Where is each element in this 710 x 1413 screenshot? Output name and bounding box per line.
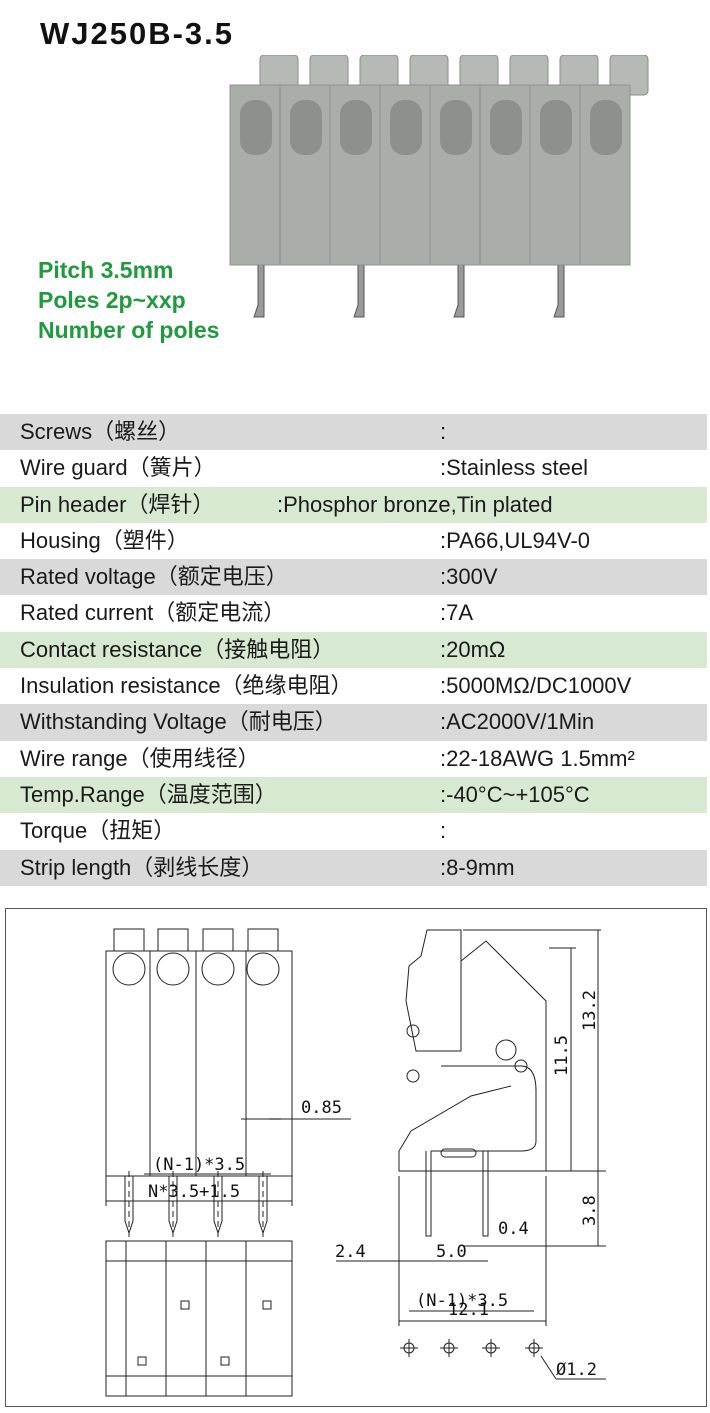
spec-label: Withstanding Voltage（耐电压） bbox=[20, 709, 337, 735]
spec-label: Temp.Range（温度范围） bbox=[20, 781, 277, 807]
spec-label: Torque（扭矩） bbox=[20, 818, 176, 844]
spec-label: Insulation resistance（绝缘电阻） bbox=[20, 673, 353, 699]
spec-label: Strip length（剥线长度） bbox=[20, 854, 264, 880]
spec-label: Housing（塑件） bbox=[20, 527, 189, 553]
spec-label: Wire range（使用线径） bbox=[20, 745, 260, 771]
spec-row: Temp.Range（温度范围） :-40°C~+105°C bbox=[0, 776, 707, 814]
dim-pin-width: 0.85 bbox=[301, 1098, 342, 1118]
solder-pin bbox=[353, 265, 365, 318]
front-view: 0.85 (N-1)*3.5 N*3.5+1.5 bbox=[105, 928, 351, 1241]
spec-value: : bbox=[440, 419, 447, 444]
feature-pitch: Pitch 3.5mm bbox=[38, 257, 174, 283]
wire-entry-hole bbox=[590, 100, 622, 155]
spec-label: Contact resistance（接触电阻） bbox=[20, 636, 335, 662]
spec-value: :AC2000V/1Min bbox=[440, 709, 595, 735]
spec-row: Rated voltage（额定电压） :300V bbox=[0, 559, 707, 596]
feature-list: Pitch 3.5mm Poles 2p~xxp Number of poles bbox=[38, 255, 219, 345]
dim-height-body: 11.5 bbox=[552, 1035, 572, 1076]
wire-entry-hole bbox=[390, 100, 422, 155]
wire-entry-hole bbox=[440, 100, 472, 155]
spec-value: : bbox=[440, 818, 447, 844]
spec-label: Wire guard（簧片） bbox=[20, 455, 216, 481]
feature-poles: Poles 2p~xxp bbox=[38, 287, 186, 313]
spec-label: Pin header（焊针） bbox=[20, 491, 215, 517]
spec-row: Insulation resistance（绝缘电阻） :5000MΩ/DC100… bbox=[0, 668, 707, 704]
spec-row: Housing（塑件） :PA66,UL94V-0 bbox=[0, 523, 707, 559]
feature-number-of-poles: Number of poles bbox=[38, 317, 220, 343]
spec-row: Strip length（剥线长度） :8-9mm bbox=[0, 849, 707, 886]
dim-pin-length: 3.8 bbox=[580, 1195, 600, 1226]
dim-offset: 2.4 bbox=[335, 1242, 366, 1262]
technical-drawing: 0.85 (N-1)*3.5 N*3.5+1.5 11.5 13.2 bbox=[5, 908, 707, 1407]
solder-pin bbox=[253, 265, 265, 318]
dim-pin-thickness: 0.4 bbox=[498, 1219, 529, 1239]
bottom-view bbox=[105, 1240, 293, 1397]
dim-total-width: N*3.5+1.5 bbox=[148, 1182, 240, 1202]
spec-value: :-40°C~+105°C bbox=[440, 781, 590, 807]
solder-pin bbox=[453, 265, 465, 318]
dim-hole-diameter: Ø1.2 bbox=[556, 1360, 597, 1380]
spec-row: Torque（扭矩）: bbox=[0, 813, 707, 849]
spec-value: :7A bbox=[440, 600, 474, 626]
dim-pitch-span: (N-1)*3.5 bbox=[153, 1155, 245, 1175]
dim-pin-spacing: 5.0 bbox=[436, 1242, 467, 1262]
spec-row: Screws（螺丝）: bbox=[0, 414, 707, 451]
spec-value: :Stainless steel bbox=[440, 455, 588, 481]
spec-value: :5000MΩ/DC1000V bbox=[440, 673, 632, 699]
spec-row: Rated current（额定电流） :7A bbox=[0, 595, 707, 631]
spec-value: :Phosphor bronze,Tin plated bbox=[277, 491, 553, 517]
spec-table: Screws（螺丝）: Wire guard（簧片） :Stainless stee… bbox=[0, 414, 707, 886]
product-photo bbox=[229, 55, 649, 318]
spec-row: Wire guard（簧片） :Stainless steel bbox=[0, 450, 707, 486]
dim-height-total: 13.2 bbox=[580, 990, 600, 1031]
spec-row: Withstanding Voltage（耐电压） :AC2000V/1Min bbox=[0, 704, 707, 741]
spec-value: :8-9mm bbox=[440, 854, 515, 880]
wire-entry-hole bbox=[290, 100, 322, 155]
spec-row: Wire range（使用线径） :22-18AWG 1.5mm² bbox=[0, 741, 707, 777]
wire-entry-hole bbox=[240, 100, 272, 155]
spec-value: :20mΩ bbox=[440, 636, 506, 662]
spec-row: Contact resistance（接触电阻） :20mΩ bbox=[0, 631, 707, 669]
spec-value: :PA66,UL94V-0 bbox=[440, 527, 591, 553]
dim-hole-pitch: (N-1)*3.5 bbox=[416, 1291, 508, 1311]
spec-label: Screws（螺丝） bbox=[20, 419, 181, 444]
spec-value: :22-18AWG 1.5mm² bbox=[440, 745, 635, 771]
spec-value: :300V bbox=[440, 564, 498, 590]
side-view: 11.5 13.2 3.8 0.4 2.4 5.0 12.1 bbox=[335, 929, 606, 1326]
spec-label: Rated voltage（额定电压） bbox=[20, 564, 288, 590]
wire-entry-hole bbox=[490, 100, 522, 155]
dimension-drawing: 0.85 (N-1)*3.5 N*3.5+1.5 11.5 13.2 bbox=[105, 928, 606, 1397]
spec-label: Rated current（额定电流） bbox=[20, 600, 286, 626]
solder-pin bbox=[553, 265, 565, 318]
dim-depth: 12.1 bbox=[448, 1300, 489, 1320]
wire-entry-hole bbox=[340, 100, 372, 155]
wire-entry-hole bbox=[540, 100, 572, 155]
product-title: WJ250B-3.5 bbox=[40, 16, 235, 51]
spec-row: Pin header（焊针） :Phosphor bronze,Tin plate… bbox=[0, 486, 707, 523]
hole-pattern: (N-1)*3.5 Ø1.2 bbox=[400, 1291, 606, 1380]
